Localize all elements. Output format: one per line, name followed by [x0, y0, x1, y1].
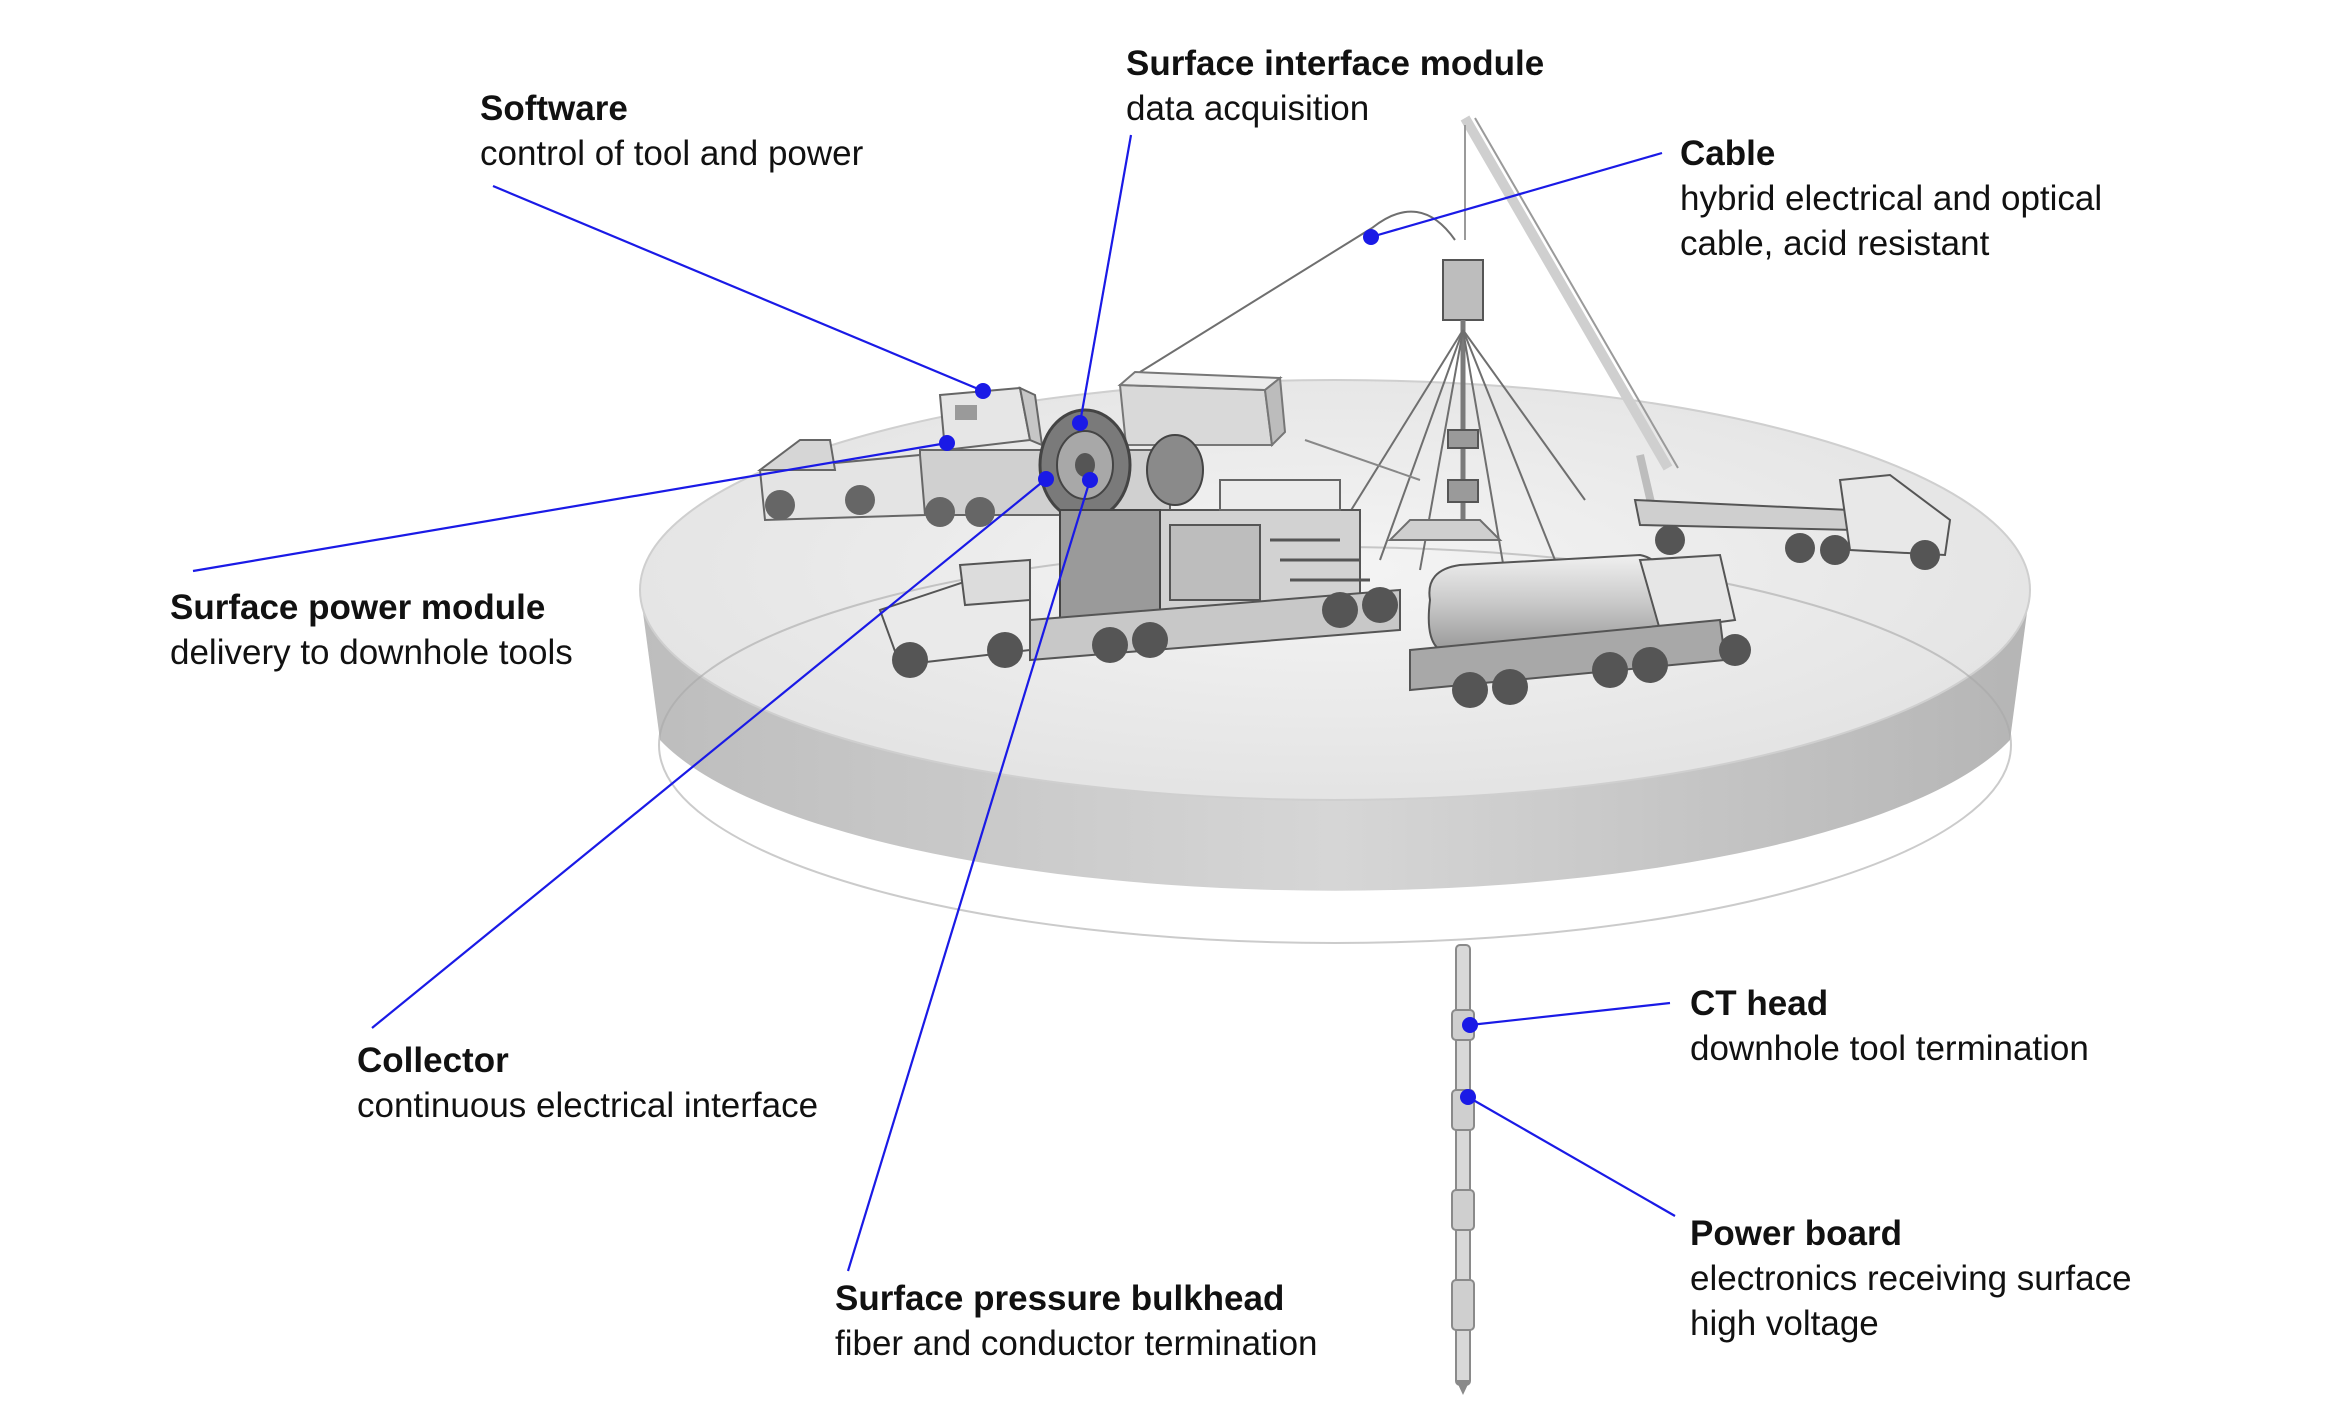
surface-pressure-bulkhead-desc: fiber and conductor termination [835, 1324, 1318, 1363]
surface-pressure-bulkhead-title: Surface pressure bulkhead [835, 1279, 1285, 1318]
ct-head-callout: CT head downhole tool termination [1690, 981, 2089, 1071]
collector-dot [1038, 471, 1054, 487]
truck-front-left [878, 558, 1401, 678]
software-title: Software [480, 89, 628, 128]
surface-power-module-callout: Surface power module delivery to downhol… [170, 585, 573, 675]
surface-power-module-desc: delivery to downhole tools [170, 633, 573, 672]
leader-lines [192, 134, 1676, 1272]
cable-desc-line2: cable, acid resistant [1680, 224, 1990, 263]
surface-pressure-bulkhead-dot [1082, 472, 1098, 488]
power-board-desc-line1: electronics receiving surface [1690, 1259, 2132, 1298]
surface-interface-module-desc: data acquisition [1126, 89, 1370, 128]
injector-head [1139, 210, 1586, 576]
truck-back-left [757, 439, 995, 527]
power-board-title: Power board [1690, 1214, 1902, 1253]
collector-callout: Collector continuous electrical interfac… [357, 1038, 818, 1128]
tanker-truck [1409, 553, 1751, 708]
callout-dots [939, 229, 1478, 1105]
ct-head-dot [1462, 1017, 1478, 1033]
cable-callout: Cable hybrid electrical and optical cabl… [1680, 131, 2102, 266]
control-cabin [938, 386, 1044, 452]
power-board-desc-line2: high voltage [1690, 1304, 1879, 1343]
cable-desc-line1: hybrid electrical and optical [1680, 179, 2103, 218]
software-dot [975, 383, 991, 399]
collector-title: Collector [357, 1041, 509, 1080]
flatbed-truck-right [1633, 473, 1952, 570]
power-board-dot [1460, 1089, 1476, 1105]
collector-desc: continuous electrical interface [357, 1086, 819, 1125]
surface-pressure-bulkhead-callout: Surface pressure bulkhead fiber and cond… [835, 1276, 1318, 1366]
downhole-tool-string [1451, 944, 1475, 1395]
software-desc: control of tool and power [480, 134, 864, 173]
crane [1460, 115, 1679, 521]
surface-power-module-dot [939, 435, 955, 451]
surface-interface-module-callout: Surface interface module data acquisitio… [1126, 41, 1544, 131]
cable-title: Cable [1680, 134, 1776, 173]
container [1117, 370, 1287, 448]
cable-dot [1363, 229, 1379, 245]
power-board-callout: Power board electronics receiving surfac… [1690, 1211, 2132, 1346]
surface-interface-module-title: Surface interface module [1126, 44, 1545, 83]
surface-power-module-title: Surface power module [170, 588, 546, 627]
ct-head-desc: downhole tool termination [1690, 1029, 2089, 1068]
surface-interface-module-dot [1072, 415, 1088, 431]
ct-head-title: CT head [1690, 984, 1829, 1023]
software-callout: Software control of tool and power [480, 86, 863, 176]
